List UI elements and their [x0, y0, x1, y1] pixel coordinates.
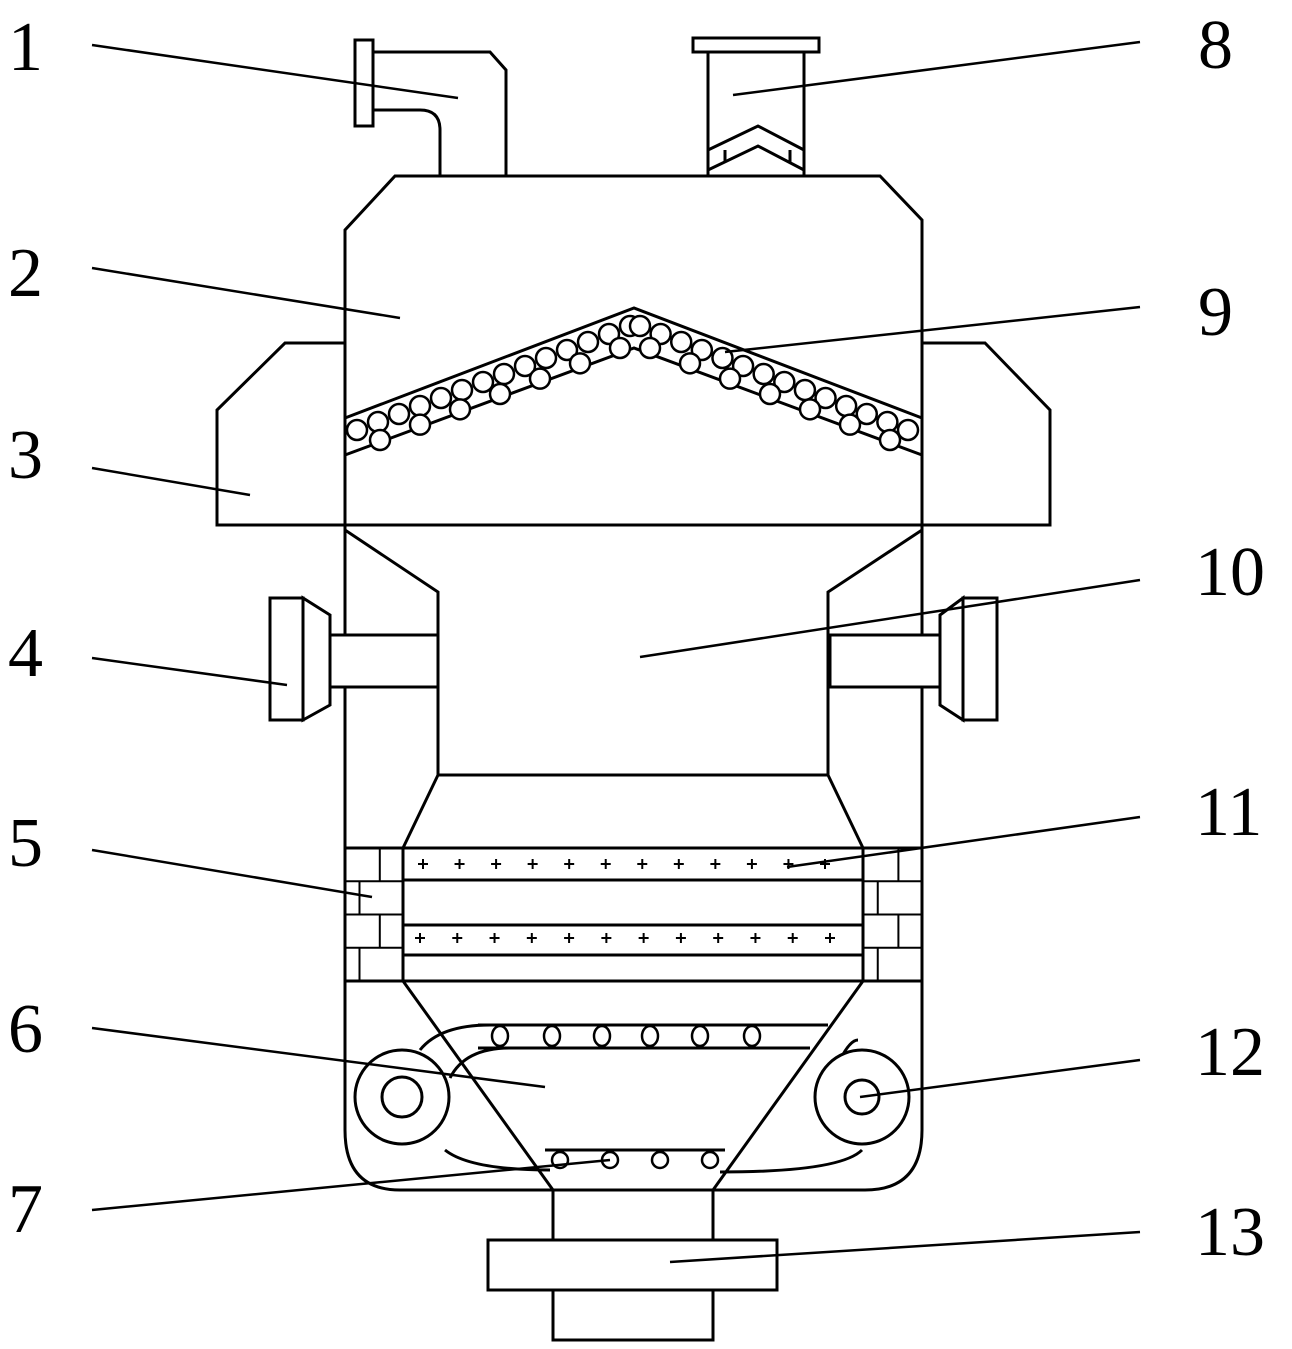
filter-ball: [628, 314, 652, 338]
filter-ball: [534, 346, 558, 370]
label-10: 10: [1195, 534, 1265, 611]
filter-ball: [773, 370, 796, 394]
filter-ball: [678, 352, 702, 375]
filter-ball: [555, 338, 579, 362]
perforation-mark: [526, 933, 537, 943]
label-5: 5: [8, 805, 43, 882]
filter-ball: [513, 354, 537, 378]
perforation-mark: [787, 933, 798, 943]
vessel-body: [343, 174, 924, 1192]
leader-lines: [91, 40, 1141, 1264]
label-13: 13: [1195, 1194, 1265, 1271]
filter-ball: [429, 386, 453, 410]
label-2: 2: [8, 235, 43, 312]
filter-ball: [838, 413, 862, 436]
perforation-mark: [675, 933, 686, 943]
belt-hole: [640, 1024, 660, 1048]
filter-ball: [834, 394, 858, 418]
label-11: 11: [1195, 774, 1262, 851]
outlet-pipe: [486, 1188, 779, 1342]
filter-ball: [718, 367, 742, 390]
perforation-mark: [415, 933, 425, 943]
side-valve-right: [828, 595, 999, 723]
perforation-mark: [489, 933, 500, 943]
filter-ball: [576, 330, 600, 354]
belt-hole: [742, 1024, 762, 1048]
filter-ball: [638, 336, 662, 360]
perforation-mark: [564, 933, 575, 943]
filter-ball-layer: [344, 306, 923, 457]
filter-ball: [876, 410, 899, 434]
vent-pipe: [691, 36, 821, 176]
perforation-mark: [638, 933, 649, 943]
belt-hole: [690, 1024, 710, 1048]
filter-ball: [669, 330, 693, 354]
lower-funnel: [401, 980, 865, 1191]
filter-ball: [368, 428, 392, 452]
belt-hole: [650, 1150, 670, 1170]
side-housing-left: [215, 341, 345, 527]
filter-ball: [492, 362, 516, 386]
label-9: 9: [1198, 274, 1233, 351]
filter-ball: [896, 418, 920, 442]
inlet-pipe: [353, 38, 508, 176]
plate-perforations: [415, 859, 835, 943]
filter-ball: [855, 402, 879, 426]
label-8: 8: [1198, 7, 1233, 84]
side-valve-left: [268, 595, 440, 723]
perforation-mark: [601, 933, 612, 943]
filter-ball: [488, 382, 512, 406]
label-1: 1: [8, 9, 43, 86]
label-4: 4: [8, 615, 43, 692]
filter-ball: [814, 386, 837, 410]
filter-plates: [343, 846, 924, 983]
filter-ball: [408, 394, 432, 418]
label-6: 6: [8, 991, 43, 1068]
side-housing-right: [922, 341, 1052, 527]
filter-ball: [798, 398, 822, 421]
belt-hole: [592, 1024, 612, 1048]
filter-ball: [528, 367, 552, 390]
filter-ball: [878, 428, 902, 452]
filter-ball: [568, 352, 592, 375]
filter-ball: [387, 402, 411, 426]
perforation-mark: [418, 859, 428, 869]
perforation-mark: [637, 859, 648, 869]
perforation-mark: [564, 859, 575, 869]
filter-ball: [471, 370, 495, 394]
label-7: 7: [8, 1171, 43, 1248]
filter-ball: [408, 413, 432, 436]
perforation-mark: [454, 859, 465, 869]
filter-ball: [345, 418, 369, 442]
perforation-mark: [746, 859, 757, 869]
filter-ball: [711, 346, 734, 370]
perforation-mark: [527, 859, 538, 869]
perforation-mark: [750, 933, 761, 943]
filter-ball: [450, 378, 474, 402]
belt-hole: [700, 1150, 720, 1170]
belt-hole: [490, 1024, 510, 1048]
perforation-mark: [713, 933, 724, 943]
filter-ball: [752, 362, 775, 386]
perforation-mark: [673, 859, 684, 869]
perforation-mark: [491, 859, 502, 869]
perforation-mark: [600, 859, 611, 869]
label-3: 3: [8, 417, 43, 494]
brick-walls: [345, 847, 922, 981]
roller-left: [353, 1048, 451, 1146]
inner-chamber: [344, 528, 923, 849]
filter-ball: [793, 378, 817, 402]
filter-balls: [345, 314, 920, 452]
perforation-mark: [825, 933, 835, 943]
perforation-mark: [452, 933, 463, 943]
belt-holes: [490, 1024, 762, 1170]
perforation-mark: [710, 859, 721, 869]
belt-hole: [542, 1024, 562, 1048]
filter-ball: [448, 398, 472, 421]
filter-ball: [608, 336, 632, 360]
filter-ball: [758, 382, 782, 406]
label-12: 12: [1195, 1014, 1265, 1091]
number-labels: 1 2 3 4 5 6 7 8 9 10 11 12 13: [8, 7, 1265, 1271]
